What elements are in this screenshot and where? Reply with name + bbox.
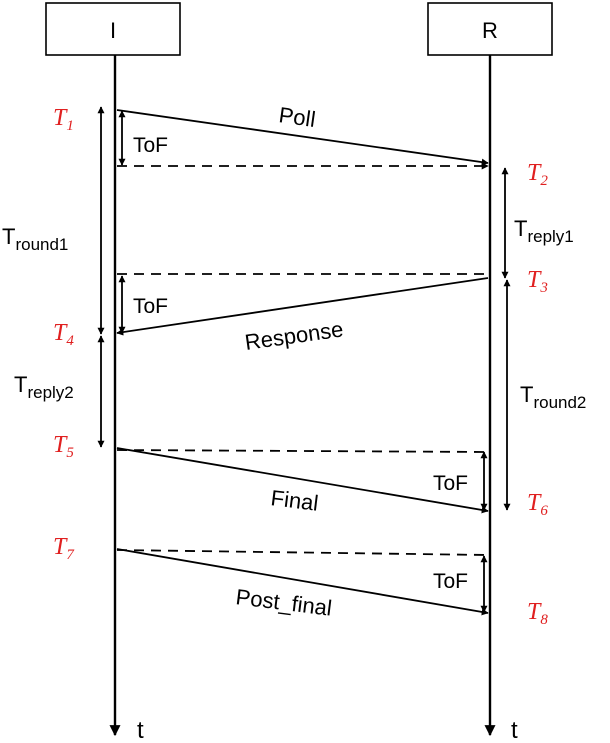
response-label: Response: [243, 316, 345, 355]
responder-box: [427, 2, 553, 56]
post-final-reference-dashed: [116, 549, 489, 556]
tof-1-label: ToF: [133, 134, 168, 157]
final-label: Final: [269, 485, 319, 516]
post-final-label: Post_final: [234, 584, 333, 621]
response-arrow: [116, 277, 489, 336]
timestamp-t3: T3: [527, 267, 548, 296]
tof-3-label: ToF: [433, 472, 468, 495]
final-arrow: [116, 447, 489, 514]
t-round2-label: Tround2: [520, 382, 586, 412]
initiator-box: [45, 2, 181, 56]
post-final-arrow: [116, 548, 489, 616]
responder-label: R: [482, 18, 498, 43]
poll-label: Poll: [277, 102, 317, 132]
timestamp-t5: T5: [53, 432, 74, 461]
poll-arrow: [116, 109, 489, 166]
initiator-axis-label: t: [137, 717, 144, 743]
timestamp-t2: T2: [527, 160, 548, 189]
responder-axis-label: t: [511, 717, 518, 743]
t-reply1-label: Treply1: [514, 216, 574, 246]
tof-4-label: ToF: [433, 570, 468, 593]
timestamp-t6: T6: [527, 490, 548, 519]
tof-2-label: ToF: [133, 295, 168, 318]
t-reply2-label: Treply2: [14, 372, 74, 402]
final-reference-dashed: [116, 449, 489, 453]
initiator-label: I: [110, 18, 116, 43]
timestamp-t7: T7: [53, 534, 75, 563]
timestamp-t1: T1: [53, 105, 74, 134]
timestamp-t8: T8: [527, 599, 548, 628]
t-round1-label: Tround1: [2, 224, 68, 254]
timestamp-t4: T4: [53, 320, 74, 349]
